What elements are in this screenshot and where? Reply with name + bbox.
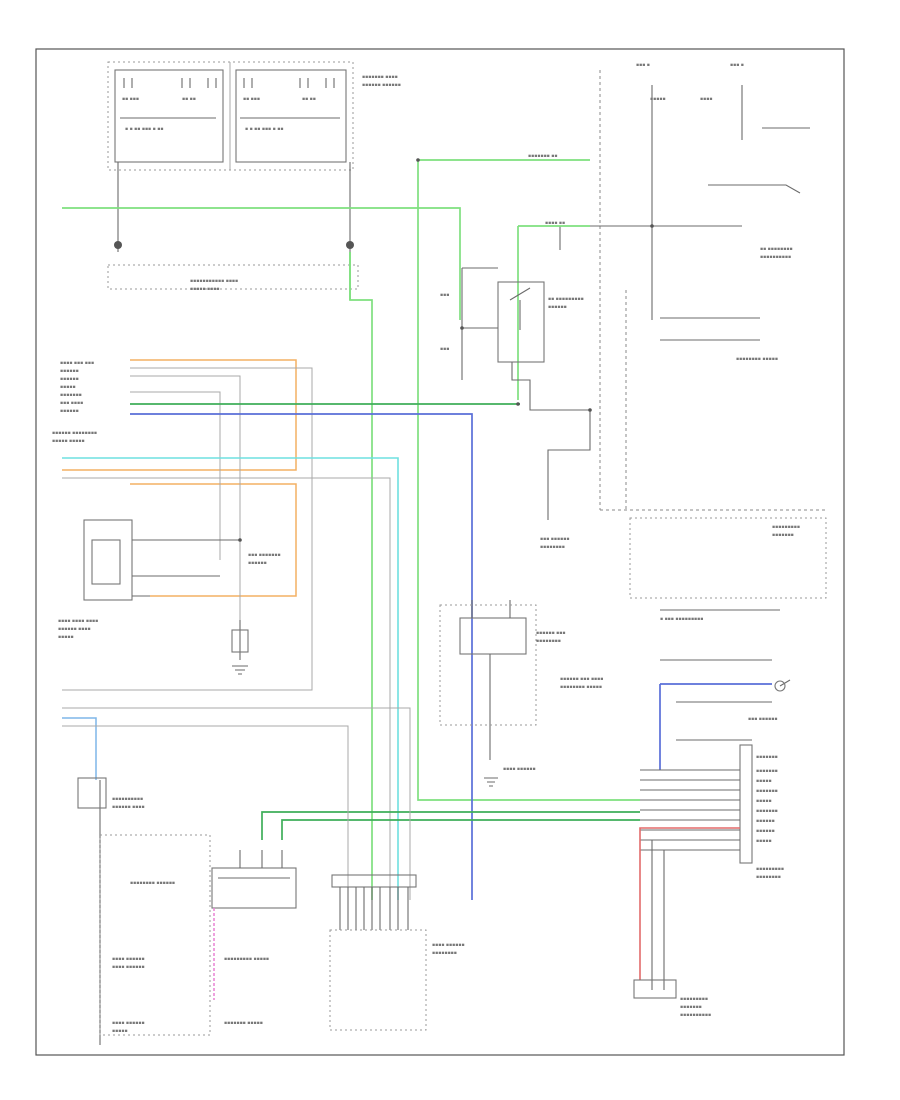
svg-text:▪▪▪▪▪▪▪▪▪: ▪▪▪▪▪▪▪▪▪ bbox=[680, 997, 708, 1002]
ignition-switch-area: ▪▪▪ ▪▪▪▪ ▪ ▪▪▪▪▪▪▪▪▪ ▪▪ ▪▪▪▪▪▪▪▪▪▪▪▪▪▪▪▪… bbox=[559, 63, 826, 511]
svg-text:▪▪▪▪▪▪▪▪ ▪▪▪▪▪: ▪▪▪▪▪▪▪▪ ▪▪▪▪▪ bbox=[560, 685, 602, 690]
svg-text:▪▪▪▪▪▪▪ ▪▪▪▪: ▪▪▪▪▪▪▪ ▪▪▪▪ bbox=[362, 75, 398, 80]
svg-text:▪▪▪▪▪▪ ▪▪▪▪: ▪▪▪▪▪▪ ▪▪▪▪ bbox=[112, 805, 145, 810]
lower-relay: ▪▪▪▪▪▪ ▪▪▪ ▪▪▪▪▪▪▪▪ bbox=[439, 600, 565, 760]
svg-text:▪▪ ▪▪: ▪▪ ▪▪ bbox=[302, 97, 316, 102]
svg-text:▪▪ ▪▪▪: ▪▪ ▪▪▪ bbox=[122, 97, 139, 102]
wire-red bbox=[639, 827, 740, 980]
fuse-icon bbox=[346, 241, 354, 249]
svg-text:▪▪▪▪▪▪: ▪▪▪▪▪▪ bbox=[60, 377, 79, 382]
svg-text:▪▪▪▪▪▪: ▪▪▪▪▪▪ bbox=[756, 819, 775, 824]
svg-text:▪▪▪▪▪: ▪▪▪▪▪ bbox=[60, 385, 76, 390]
svg-text:▪▪▪▪ ▪▪▪ ▪▪▪: ▪▪▪▪ ▪▪▪ ▪▪▪ bbox=[60, 361, 94, 366]
ac-compressor-relay: ▪▪ ▪▪▪▪▪▪▪▪▪ ▪▪▪▪▪▪ ▪▪▪▪▪▪ bbox=[440, 267, 590, 411]
svg-text:▪▪▪▪▪▪▪▪: ▪▪▪▪▪▪▪▪ bbox=[540, 545, 565, 550]
svg-text:▪▪▪▪▪▪▪▪▪▪▪ ▪▪▪▪: ▪▪▪▪▪▪▪▪▪▪▪ ▪▪▪▪ bbox=[190, 279, 238, 284]
svg-text:▪▪▪▪ ▪▪▪▪▪▪: ▪▪▪▪ ▪▪▪▪▪▪ bbox=[503, 767, 536, 772]
splice-dot-icon bbox=[238, 158, 654, 542]
svg-text:▪▪▪▪: ▪▪▪▪ bbox=[700, 97, 712, 102]
svg-text:▪▪▪▪ ▪▪: ▪▪▪▪ ▪▪ bbox=[545, 221, 565, 226]
svg-text:▪▪▪▪▪▪: ▪▪▪▪▪▪ bbox=[756, 829, 775, 834]
svg-text:▪▪▪▪ ▪▪▪▪▪▪: ▪▪▪▪ ▪▪▪▪▪▪ bbox=[112, 1021, 145, 1026]
wire-dark-green-lower bbox=[261, 811, 640, 840]
svg-text:▪ ▪▪▪ ▪▪▪▪▪▪▪▪▪: ▪ ▪▪▪ ▪▪▪▪▪▪▪▪▪ bbox=[660, 617, 703, 622]
wire-green-top bbox=[62, 207, 461, 320]
svg-text:▪▪▪▪▪▪▪: ▪▪▪▪▪▪▪ bbox=[756, 809, 778, 814]
svg-text:▪▪▪▪▪▪▪▪ ▪▪▪▪▪: ▪▪▪▪▪▪▪▪ ▪▪▪▪▪ bbox=[736, 357, 778, 362]
svg-text:▪▪▪ ▪▪▪▪▪▪▪: ▪▪▪ ▪▪▪▪▪▪▪ bbox=[248, 553, 281, 558]
svg-text:▪▪▪▪▪▪ ▪▪▪▪▪▪▪▪: ▪▪▪▪▪▪ ▪▪▪▪▪▪▪▪ bbox=[52, 431, 97, 436]
svg-text:▪▪▪▪▪▪▪▪: ▪▪▪▪▪▪▪▪ bbox=[756, 875, 781, 880]
svg-text:▪▪▪▪▪: ▪▪▪▪▪ bbox=[756, 779, 772, 784]
svg-text:▪▪▪▪▪▪▪ ▪▪▪▪▪: ▪▪▪▪▪▪▪ ▪▪▪▪▪ bbox=[224, 1021, 263, 1026]
ground-icon bbox=[232, 665, 248, 675]
svg-text:▪▪▪▪▪ ▪▪▪▪▪: ▪▪▪▪▪ ▪▪▪▪▪ bbox=[52, 439, 85, 444]
svg-text:▪▪▪▪ ▪▪▪▪▪▪: ▪▪▪▪ ▪▪▪▪▪▪ bbox=[112, 957, 145, 962]
svg-text:▪▪▪ ▪▪▪▪: ▪▪▪ ▪▪▪▪ bbox=[60, 401, 83, 406]
svg-text:▪▪▪▪▪▪▪ ▪▪: ▪▪▪▪▪▪▪ ▪▪ bbox=[528, 154, 557, 159]
bottom-center-connectors: ▪▪▪▪▪▪▪▪ ▪▪▪▪▪▪ ▪▪▪▪▪▪▪▪▪ ▪▪▪▪▪ ▪▪▪▪▪▪▪ … bbox=[130, 850, 465, 1031]
svg-text:▪▪▪▪▪: ▪▪▪▪▪ bbox=[650, 97, 666, 102]
pcm-connector-right: ▪▪▪▪▪▪▪▪▪▪▪▪▪▪▪▪ ▪ ▪▪▪ ▪▪▪▪▪▪▪▪▪ ▪▪▪▪▪▪ … bbox=[560, 517, 827, 770]
svg-text:▪▪▪▪▪▪ ▪▪▪▪▪▪: ▪▪▪▪▪▪ ▪▪▪▪▪▪ bbox=[362, 83, 401, 88]
svg-text:▪▪▪▪▪▪▪: ▪▪▪▪▪▪▪ bbox=[756, 755, 778, 760]
svg-text:▪▪▪▪▪▪▪▪▪ ▪▪▪▪▪: ▪▪▪▪▪▪▪▪▪ ▪▪▪▪▪ bbox=[224, 957, 269, 962]
left-harness: ▪▪▪▪ ▪▪▪ ▪▪▪ ▪▪▪▪▪▪ ▪▪▪▪▪▪ ▪▪▪▪▪ ▪▪▪▪▪▪▪… bbox=[52, 359, 520, 900]
svg-text:▪▪ ▪▪▪▪▪▪▪▪: ▪▪ ▪▪▪▪▪▪▪▪ bbox=[760, 247, 793, 252]
underhood-fuse-block: ▪▪ ▪▪▪ ▪▪ ▪▪ ▪▪ ▪▪▪ ▪▪ ▪▪ ▪ ▪ ▪▪ ▪▪▪ ▪ ▪▪ ▪… bbox=[107, 61, 401, 171]
svg-text:▪▪ ▪▪: ▪▪ ▪▪ bbox=[182, 97, 196, 102]
svg-text:▪▪▪ ▪▪▪▪▪▪: ▪▪▪ ▪▪▪▪▪▪ bbox=[748, 717, 777, 722]
svg-text:▪▪▪▪▪▪▪▪: ▪▪▪▪▪▪▪▪ bbox=[432, 951, 457, 956]
svg-text:▪▪▪▪▪: ▪▪▪▪▪ bbox=[58, 635, 74, 640]
svg-text:▪▪▪: ▪▪▪ bbox=[440, 347, 449, 352]
bottom-left-sensor: ▪▪▪▪▪▪▪▪▪▪ ▪▪▪▪▪▪ ▪▪▪▪ ▪▪▪▪ ▪▪▪▪▪▪ ▪▪▪▪ ▪▪… bbox=[62, 707, 411, 1045]
svg-text:▪▪▪▪ ▪▪▪▪ ▪▪▪▪: ▪▪▪▪ ▪▪▪▪ ▪▪▪▪ bbox=[58, 619, 98, 624]
svg-text:▪▪▪▪▪▪▪: ▪▪▪▪▪▪▪ bbox=[756, 769, 778, 774]
svg-text:▪▪▪▪▪▪: ▪▪▪▪▪▪ bbox=[248, 561, 267, 566]
ground-icon bbox=[484, 777, 498, 787]
right-connector-pins: ▪▪▪▪▪▪▪▪▪▪▪▪▪▪ ▪▪▪▪▪▪▪▪▪▪▪▪ ▪▪▪▪▪▪▪▪▪▪▪▪… bbox=[640, 744, 784, 880]
svg-text:▪▪▪▪▪▪: ▪▪▪▪▪▪ bbox=[548, 305, 567, 310]
svg-text:▪▪▪▪▪▪▪▪▪: ▪▪▪▪▪▪▪▪▪ bbox=[772, 525, 800, 530]
svg-text:▪▪▪▪▪▪▪▪▪▪: ▪▪▪▪▪▪▪▪▪▪ bbox=[760, 255, 791, 260]
svg-text:▪▪▪▪▪▪▪▪ ▪▪▪▪▪▪: ▪▪▪▪▪▪▪▪ ▪▪▪▪▪▪ bbox=[130, 881, 175, 886]
svg-text:▪▪ ▪▪▪▪▪▪▪▪▪: ▪▪ ▪▪▪▪▪▪▪▪▪ bbox=[548, 297, 584, 302]
svg-text:▪▪ ▪▪▪: ▪▪ ▪▪▪ bbox=[243, 97, 260, 102]
svg-text:▪▪▪ ▪: ▪▪▪ ▪ bbox=[730, 63, 744, 68]
svg-text:▪▪▪ ▪: ▪▪▪ ▪ bbox=[636, 63, 650, 68]
svg-text:▪▪▪▪▪▪: ▪▪▪▪▪▪ bbox=[60, 409, 79, 414]
svg-text:▪▪▪▪▪▪: ▪▪▪▪▪▪ bbox=[60, 369, 79, 374]
svg-text:▪ ▪ ▪▪ ▪▪▪ ▪ ▪▪: ▪ ▪ ▪▪ ▪▪▪ ▪ ▪▪ bbox=[125, 127, 163, 132]
svg-text:▪▪▪▪▪▪▪: ▪▪▪▪▪▪▪ bbox=[680, 1005, 702, 1010]
diagram-frame bbox=[35, 48, 845, 1056]
pressure-switch: ▪▪▪▪ ▪▪▪▪ ▪▪▪▪ ▪▪▪▪▪▪ ▪▪▪▪ ▪▪▪▪▪ ▪▪▪ ▪▪▪… bbox=[58, 519, 281, 640]
svg-text:▪▪▪▪▪▪▪▪▪▪: ▪▪▪▪▪▪▪▪▪▪ bbox=[680, 1013, 711, 1018]
svg-text:▪▪▪▪▪▪▪▪▪▪: ▪▪▪▪▪▪▪▪▪▪ bbox=[112, 797, 143, 802]
fuse-icon bbox=[114, 241, 122, 249]
svg-text:▪▪▪▪▪▪▪▪▪: ▪▪▪▪▪▪▪▪▪ bbox=[756, 867, 784, 872]
svg-text:▪▪▪▪▪: ▪▪▪▪▪ bbox=[756, 839, 772, 844]
svg-text:▪▪▪: ▪▪▪ bbox=[440, 293, 449, 298]
svg-text:▪▪▪ ▪▪▪▪▪▪: ▪▪▪ ▪▪▪▪▪▪ bbox=[540, 537, 569, 542]
svg-text:▪▪▪▪▪▪▪: ▪▪▪▪▪▪▪ bbox=[756, 789, 778, 794]
svg-text:▪▪▪▪ ▪▪▪▪▪▪: ▪▪▪▪ ▪▪▪▪▪▪ bbox=[432, 943, 465, 948]
svg-text:▪▪▪▪▪: ▪▪▪▪▪ bbox=[756, 799, 772, 804]
svg-text:▪▪▪▪▪▪ ▪▪▪ ▪▪▪▪: ▪▪▪▪▪▪ ▪▪▪ ▪▪▪▪ bbox=[560, 677, 603, 682]
svg-text:▪▪▪▪▪▪▪: ▪▪▪▪▪▪▪ bbox=[772, 533, 794, 538]
svg-text:▪▪▪▪ ▪▪▪▪▪▪: ▪▪▪▪ ▪▪▪▪▪▪ bbox=[112, 965, 145, 970]
svg-text:▪▪▪▪▪: ▪▪▪▪▪ bbox=[112, 1029, 128, 1034]
svg-text:▪▪▪▪▪▪▪▪: ▪▪▪▪▪▪▪▪ bbox=[536, 639, 561, 644]
svg-text:▪▪▪▪▪ ▪▪▪▪: ▪▪▪▪▪ ▪▪▪▪ bbox=[190, 287, 219, 292]
svg-text:▪ ▪ ▪▪ ▪▪▪ ▪ ▪▪: ▪ ▪ ▪▪ ▪▪▪ ▪ ▪▪ bbox=[245, 127, 283, 132]
fuse-icon bbox=[231, 629, 249, 653]
svg-text:▪▪▪▪▪▪ ▪▪▪: ▪▪▪▪▪▪ ▪▪▪ bbox=[536, 631, 565, 636]
svg-text:▪▪▪▪▪▪▪: ▪▪▪▪▪▪▪ bbox=[60, 393, 82, 398]
wire-green-upper bbox=[417, 159, 640, 801]
svg-text:▪▪▪▪▪▪ ▪▪▪▪: ▪▪▪▪▪▪ ▪▪▪▪ bbox=[58, 627, 91, 632]
